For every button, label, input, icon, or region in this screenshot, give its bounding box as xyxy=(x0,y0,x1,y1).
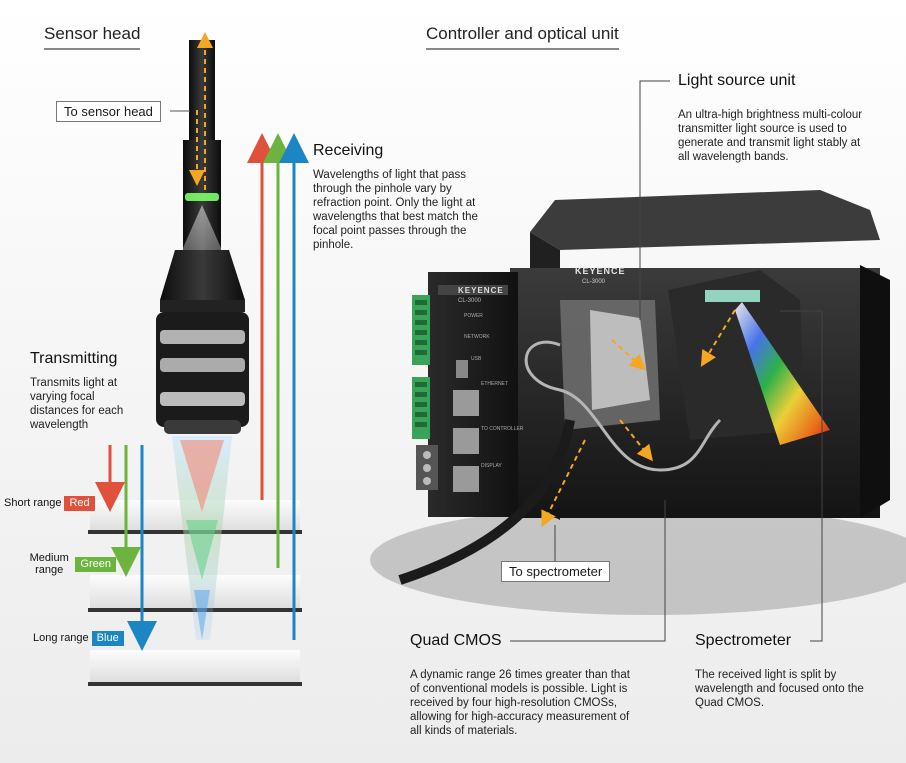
section-title-controller-text: Controller and optical unit xyxy=(426,24,619,43)
port-label-display: DISPLAY xyxy=(481,463,502,469)
transmitting-title: Transmitting xyxy=(30,350,118,367)
plate-long xyxy=(88,650,302,686)
controller-model-label: CL-3000 xyxy=(458,298,482,304)
quad-cmos-text: A dynamic range 26 times greater than th… xyxy=(410,669,630,737)
port-label-ethernet: ETHERNET xyxy=(481,381,508,387)
range-badge-blue: Blue xyxy=(91,631,124,646)
spectrometer-title: Spectrometer xyxy=(695,632,792,649)
section-title-controller: Controller and optical unit xyxy=(426,24,619,50)
quad-cmos-leader xyxy=(510,500,666,642)
section-title-sensor-head-text: Sensor head xyxy=(44,24,141,43)
port-label-network: NETWORK xyxy=(464,334,490,340)
receiving-title: Receiving xyxy=(313,142,384,159)
range-badge-green: Green xyxy=(75,556,116,572)
spectrometer-leader xyxy=(780,310,823,642)
section-underline xyxy=(44,48,141,50)
port-label-usb: USB xyxy=(471,356,482,362)
light-source-title: Light source unit xyxy=(678,72,796,89)
quad-cmos-title: Quad CMOS xyxy=(410,632,502,649)
receiving-text: Wavelengths of light that pass through t… xyxy=(313,169,478,251)
optical-unit-brand-label: KEYENCE xyxy=(575,266,626,276)
optical-unit-model-label: CL-3000 xyxy=(582,279,606,285)
port-label-power: POWER xyxy=(464,313,483,319)
transmitting-text: Transmits light at varying focal distanc… xyxy=(30,377,124,431)
range-label-medium: Medium range Green xyxy=(26,552,116,576)
sensor-head-graphic xyxy=(156,40,249,640)
light-source-leader xyxy=(639,80,670,320)
controller-brand-label: KEYENCE xyxy=(458,286,504,295)
range-label-medium-text: Medium range xyxy=(29,552,69,576)
controller-device-graphic xyxy=(398,190,890,585)
range-label-long-text: Long range xyxy=(33,632,89,644)
range-badge-red: Red xyxy=(64,496,95,511)
to-spectrometer-callout: To spectrometer xyxy=(501,561,611,582)
light-source-text: An ultra-high brightness multi-colour tr… xyxy=(678,109,863,163)
to-sensor-head-callout: To sensor head xyxy=(56,101,161,122)
spectrometer-text: The received light is split by wavelengt… xyxy=(695,669,864,709)
port-label-to-controller: TO CONTROLLER xyxy=(481,426,524,432)
section-underline xyxy=(426,48,619,50)
section-title-sensor-head: Sensor head xyxy=(44,24,141,50)
range-label-short-text: Short range xyxy=(4,497,62,509)
